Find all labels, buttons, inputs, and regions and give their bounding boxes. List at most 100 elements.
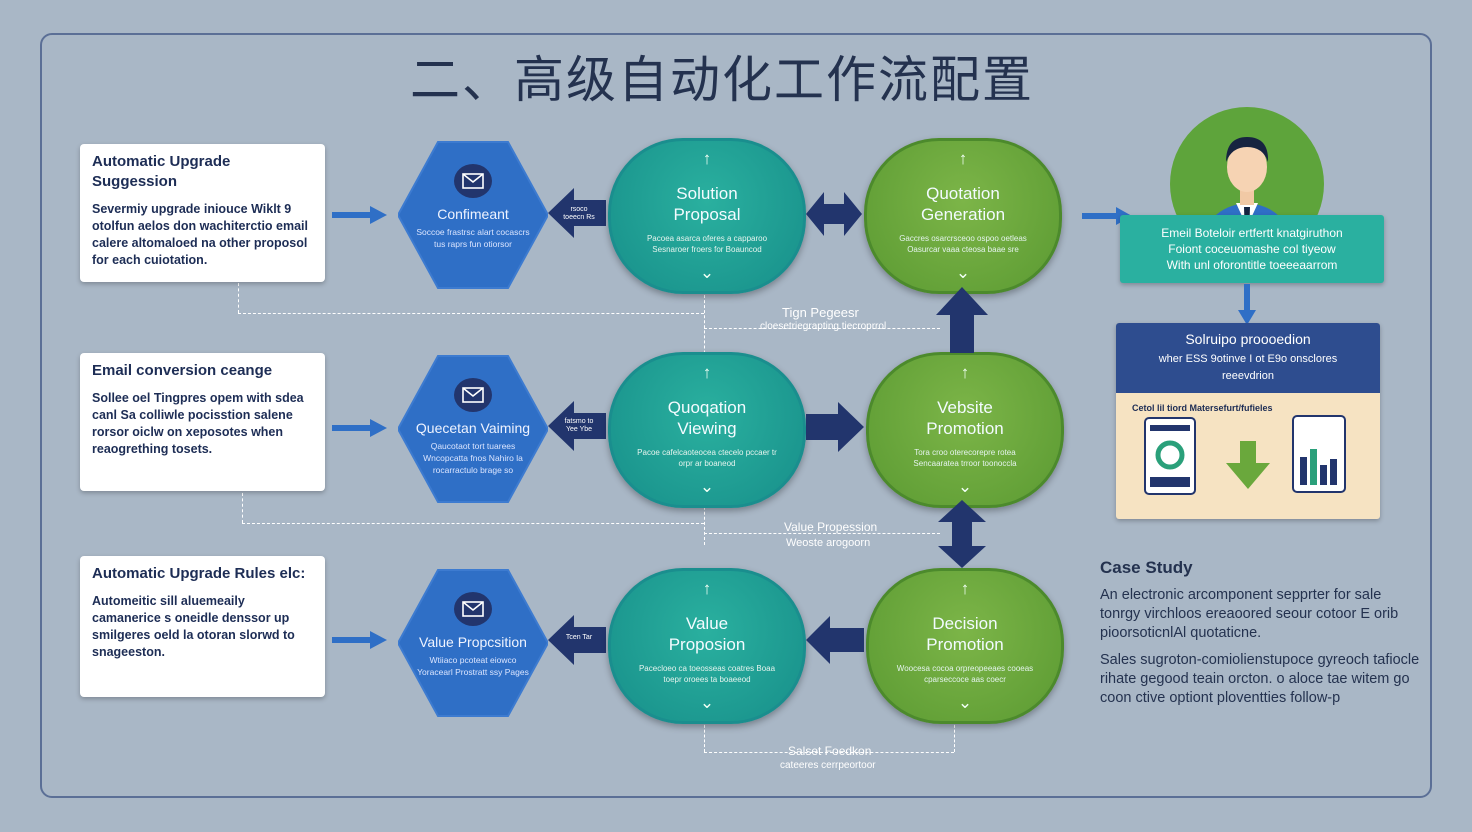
- teal-box-line: Foiont coceuomashe col tiyeow: [1168, 242, 1336, 256]
- dashed-connector: [704, 720, 705, 752]
- hex-title: Confimeant: [437, 206, 509, 222]
- panel-subtitle-2: reeevdrion: [1222, 370, 1274, 382]
- dashed-connector: [242, 493, 243, 523]
- dashed-connector: [954, 720, 955, 752]
- oval-subtitle: Pacoea asarca oferes a capparoo Sesnaroe…: [646, 234, 768, 254]
- arrow-label: rsoco toeecn Rs: [563, 206, 595, 221]
- right-arrow-icon: [332, 419, 387, 437]
- mid-label-bottom: Weoste arogoorn: [786, 537, 871, 549]
- up-arrow-icon: ↑: [960, 363, 970, 382]
- panel-subtitle: wher ESS 9otinve I ot E9o onsclores: [1158, 353, 1338, 365]
- solution-promotion-panel: Solruipo proooedion wher ESS 9otinve I o…: [1116, 323, 1380, 519]
- arrow-label: Tcen Tar: [565, 634, 593, 641]
- right-arrow-icon: [1082, 207, 1132, 225]
- card-upgrade-suggestion: Automatic Upgrade Suggession Severmiy up…: [80, 144, 325, 282]
- up-arrow-icon: ↑: [702, 363, 712, 382]
- down-chevron-icon: ⌄: [699, 263, 715, 282]
- hex-quotation-viewing: Quecetan Vaiming Qaucotaot tort tuarees …: [398, 354, 548, 504]
- hex-subtitle: Soccoe frastrsc alart cocascrs tus raprs…: [416, 227, 530, 249]
- mid-label-top: Tign Pegeesr: [782, 305, 859, 320]
- updown-arrow-icon: [938, 500, 986, 568]
- card-title: Automatic Upgrade Rules elc:: [92, 565, 306, 582]
- left-arrow-icon: [806, 616, 864, 664]
- phone-chart-icon: [1144, 417, 1196, 495]
- down-chevron-icon: ⌄: [957, 693, 973, 712]
- card-email-conversion: Email conversion ceange Sollee oel Tingp…: [80, 353, 325, 491]
- mid-label-top: Salset Foedkon: [788, 744, 872, 758]
- dashed-connector: [704, 533, 940, 534]
- hex-value-proposition: Value Propcsition Wtiiaco pcoteat eiowco…: [398, 568, 548, 718]
- hex-subtitle: Wtiiaco pcoteat eiowco Yoracearl Prostra…: [417, 655, 529, 677]
- oval-title-line-1: Quotation: [926, 184, 1000, 203]
- mid-label-bottom: cateeres cerrpeortoor: [780, 760, 876, 771]
- oval-title-line-1: Value: [685, 614, 729, 633]
- card-body: Sollee oel Tingpres opem with sdea canl …: [92, 391, 304, 456]
- oval-title-line-2: Promotion: [926, 419, 1004, 438]
- case-study-paragraph: An electroniс arcomponent sepprter for s…: [1100, 587, 1399, 641]
- oval-title-line-2: Promotion: [926, 635, 1004, 654]
- teal-box-line: With unl oforontitle toeeeaarrom: [1166, 258, 1338, 272]
- card-title: Automatic Upgrade Suggession: [92, 153, 231, 190]
- card-body: Severmiy upgrade iniouce Wiklt 9 otolfun…: [92, 202, 309, 267]
- oval-title-line-1: Quoqation: [667, 398, 747, 417]
- up-arrow-icon: ↑: [960, 579, 970, 598]
- case-study-paragraph: Sales sugroton-comiolienstupoce gyreoch …: [1100, 652, 1420, 706]
- oval-title-line-1: Solution: [676, 184, 738, 203]
- page-title: 二、高级自动化工作流配置: [410, 51, 1034, 109]
- down-chevron-icon: ⌄: [699, 693, 715, 712]
- left-arrow-icon: [548, 401, 606, 451]
- oval-subtitle: Woocesa cocoa orpreopeeaes cooeas cparse…: [896, 664, 1034, 684]
- mid-label-bottom: cloesetriegrapting tiecroprrol: [760, 321, 887, 332]
- hex-title: Quecetan Vaiming: [415, 420, 531, 436]
- arrow-label: fatsmo to Yee Ybe: [564, 418, 594, 433]
- diagram-frame: [40, 33, 1432, 798]
- dashed-connector: [242, 523, 704, 524]
- oval-title-line-2: Proposal: [673, 205, 741, 224]
- card-title: Email conversion ceange: [92, 362, 273, 379]
- card-body: Automeitic sill aluemeaily camanerice s …: [92, 594, 295, 659]
- dashed-connector: [704, 752, 954, 753]
- bar-chart-icon: [1292, 415, 1346, 493]
- down-chevron-icon: ⌄: [699, 477, 715, 496]
- panel-header: Solruipo proooedion wher ESS 9otinve I o…: [1116, 323, 1380, 393]
- dashed-connector: [238, 283, 239, 313]
- panel-title: Solruipo proooedion: [1185, 331, 1311, 347]
- up-arrow-icon: ↑: [702, 579, 712, 598]
- up-arrow-icon: ↑: [958, 149, 968, 168]
- envelope-icon: [454, 164, 492, 198]
- case-study-title: Case Study: [1100, 558, 1193, 577]
- oval-subtitle: Tora croo oterecorepre rotea Sencaaratea…: [913, 448, 1017, 468]
- oval-title-line-1: Vebsite: [937, 398, 993, 417]
- up-arrow-icon: ↑: [702, 149, 712, 168]
- left-arrow-icon: [548, 615, 606, 665]
- double-arrow-icon: [806, 192, 862, 236]
- oval-subtitle: Pacoe cafelcaoteocea ctecelo pccaer tr o…: [637, 448, 777, 468]
- card-upgrade-rules: Automatic Upgrade Rules elc: Automeitic …: [80, 556, 325, 697]
- left-arrow-icon: [548, 188, 606, 238]
- case-study: Case Study An electroniс arcomponent sep…: [1100, 558, 1420, 708]
- down-arrow-icon: [1226, 441, 1270, 489]
- right-arrow-icon: [332, 631, 387, 649]
- dashed-connector: [704, 328, 940, 329]
- up-arrow-icon: [936, 287, 988, 353]
- oval-title-line-2: Viewing: [677, 419, 737, 438]
- right-arrow-icon: [806, 402, 864, 452]
- hex-title: Value Propcsition: [419, 634, 527, 650]
- teal-box-line: Emeil Boteloir ertfertt knatgiruthon: [1161, 226, 1343, 240]
- envelope-icon: [454, 592, 492, 626]
- oval-title-line-2: Generation: [920, 205, 1006, 224]
- hex-confirmation: Confimeant Soccoe frastrsc alart cocascr…: [398, 140, 548, 290]
- email-integration-box: Emeil Boteloir ertfertt knatgiruthon Foi…: [1120, 215, 1384, 283]
- oval-subtitle: Pacecloeo ca toeosseas coatres Boaa toep…: [638, 664, 776, 684]
